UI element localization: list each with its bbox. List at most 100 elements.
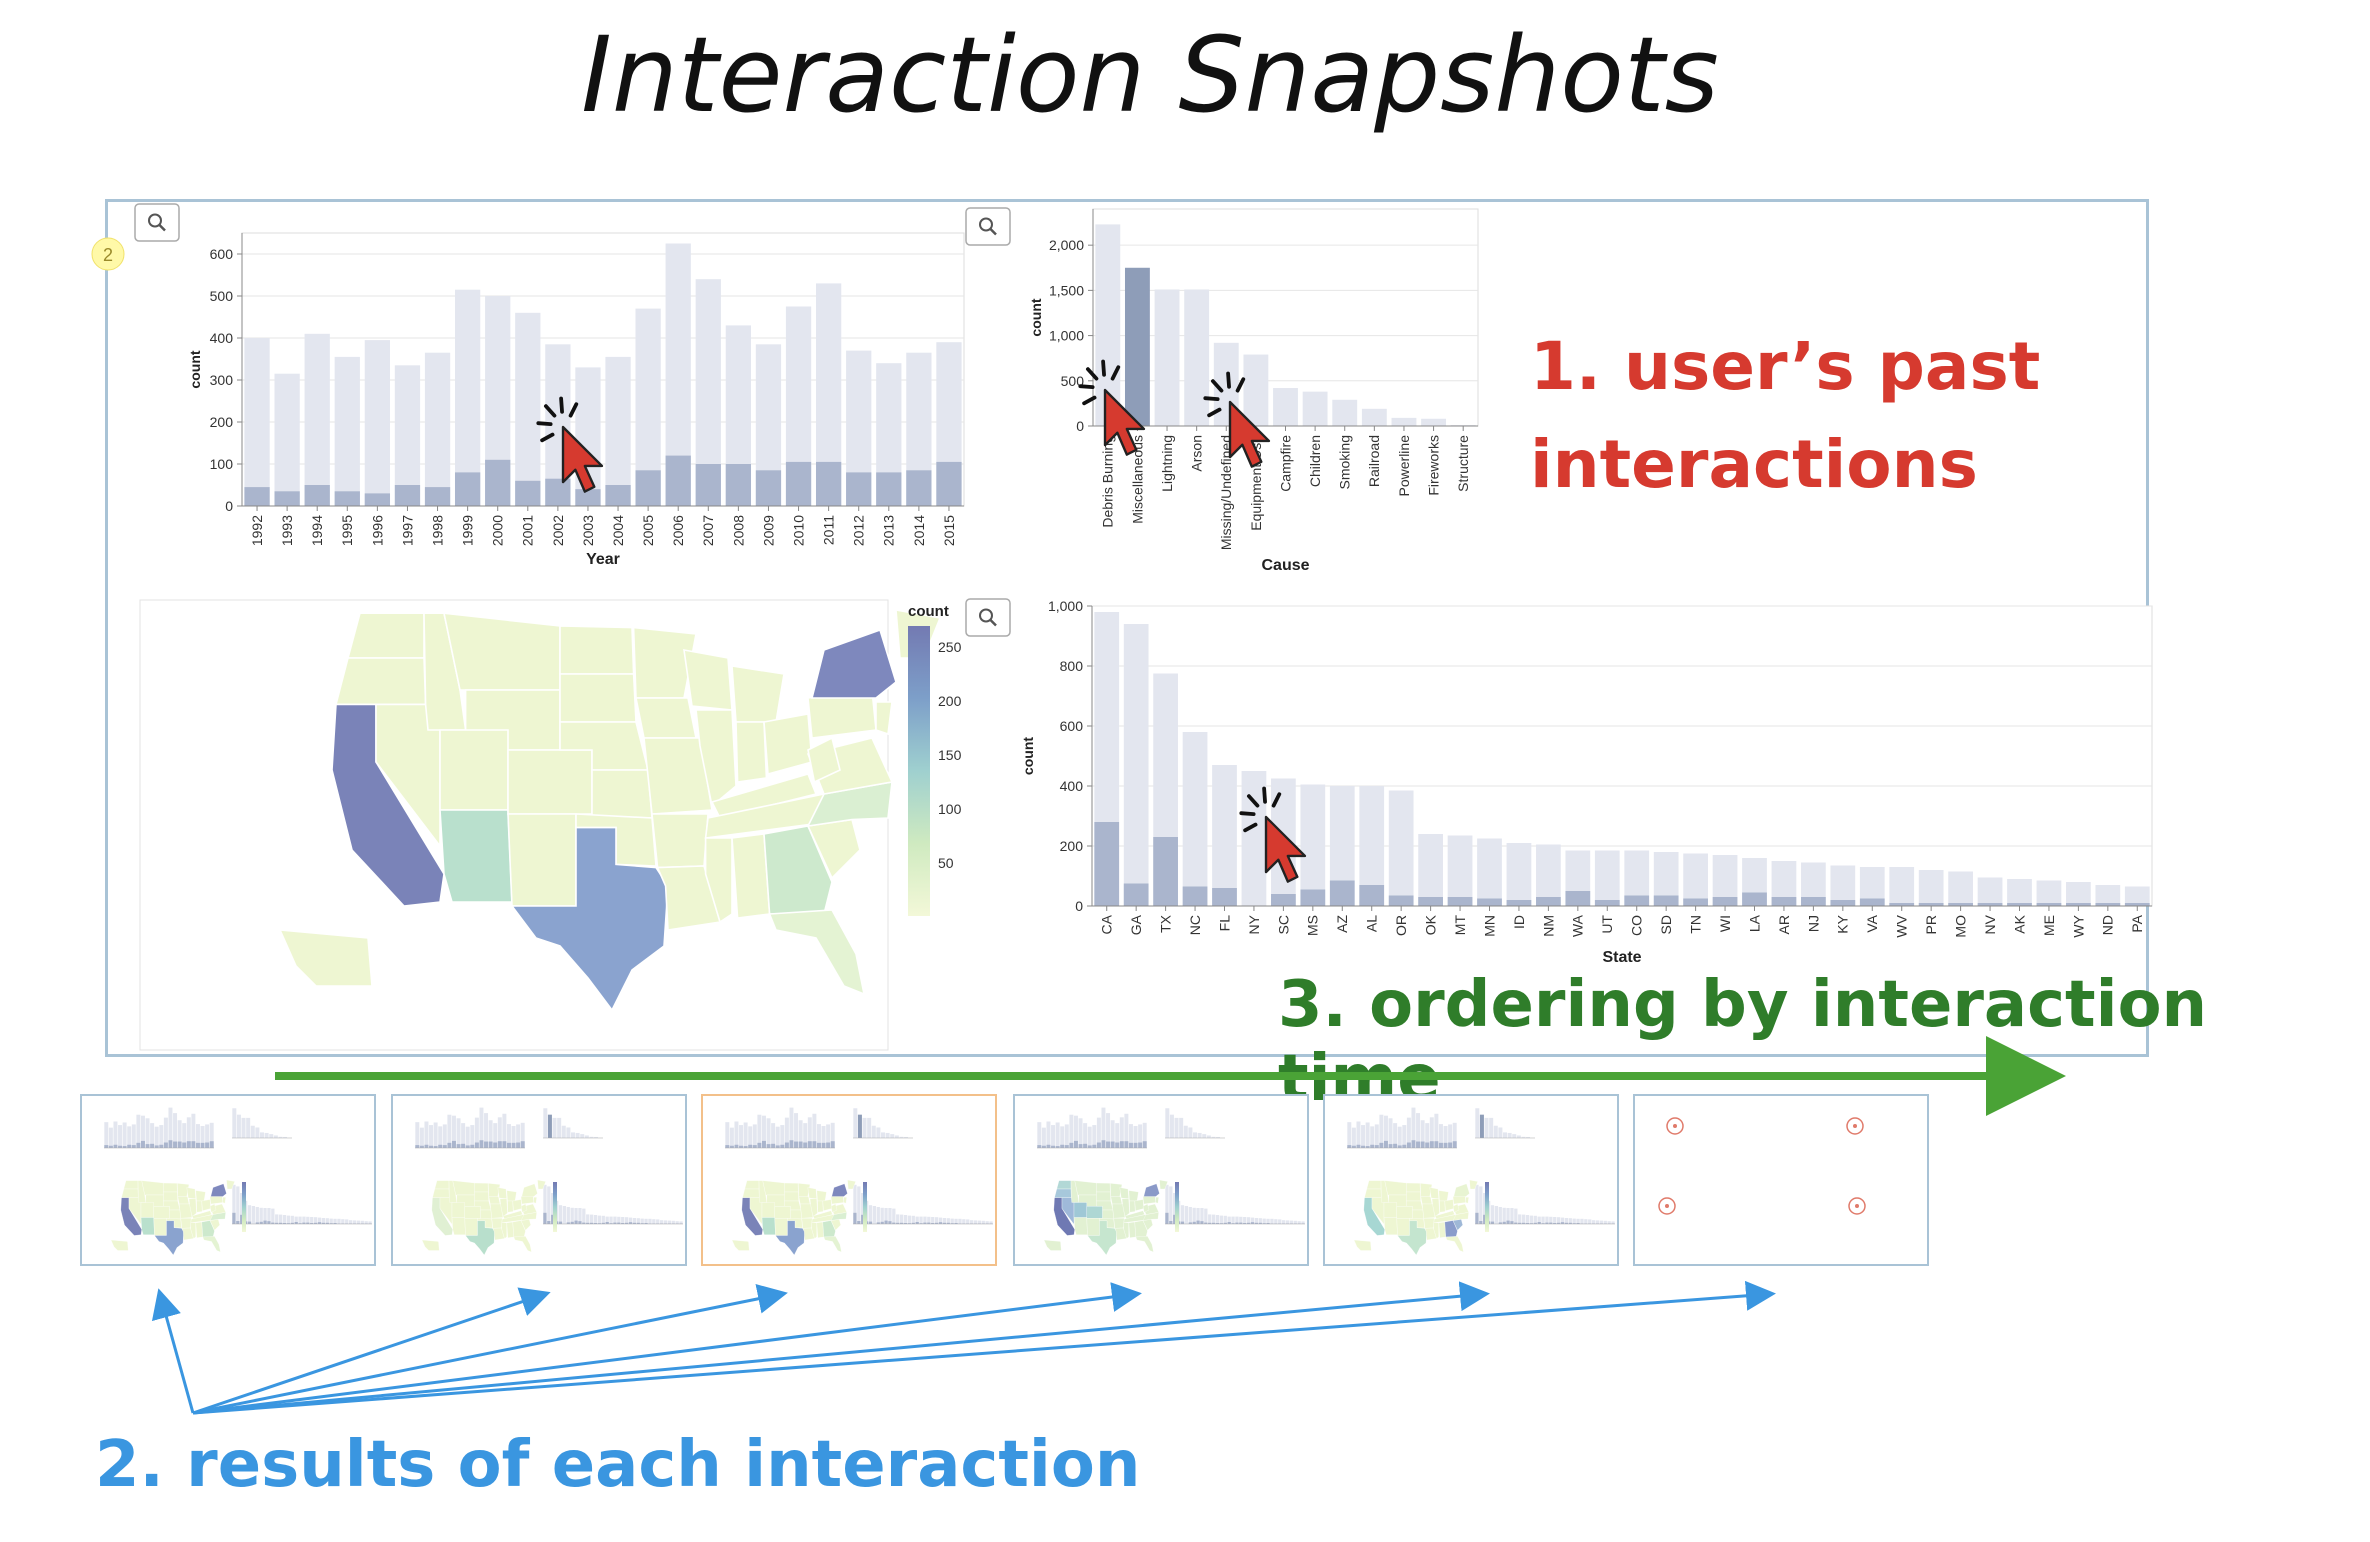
zoom-button-frame[interactable]: [134, 203, 180, 242]
map-state-nm[interactable]: [507, 813, 577, 907]
map-state-sd[interactable]: [163, 1191, 178, 1202]
map-state-nm[interactable]: [1086, 1218, 1100, 1236]
bar-selected-portion[interactable]: [424, 487, 451, 506]
bar-selected-portion[interactable]: [2066, 903, 2091, 906]
map-state-or[interactable]: [742, 1188, 760, 1198]
map-state-nj[interactable]: [1155, 1197, 1159, 1204]
map-state-nm[interactable]: [1396, 1218, 1410, 1236]
map-state-tx[interactable]: [1397, 1220, 1427, 1256]
bar-selected-portion[interactable]: [334, 491, 360, 506]
bar[interactable]: [1302, 391, 1328, 426]
map-state-fl[interactable]: [202, 1236, 221, 1253]
map-state-nv[interactable]: [749, 1197, 763, 1225]
map-state-or[interactable]: [1054, 1188, 1072, 1198]
map-state-ky[interactable]: [502, 1210, 523, 1220]
map-state-sd[interactable]: [1406, 1191, 1421, 1202]
bar[interactable]: [1594, 850, 1620, 907]
map-state-mo[interactable]: [490, 1203, 504, 1219]
bar-selected-portion[interactable]: [846, 472, 872, 506]
map-state-nv[interactable]: [439, 1197, 453, 1225]
bar-selected-portion[interactable]: [876, 472, 902, 506]
map-state-nv[interactable]: [128, 1197, 142, 1225]
bar-selected-portion[interactable]: [274, 491, 300, 506]
snapshot-thumbnail[interactable]: [391, 1094, 687, 1266]
map-state-wv[interactable]: [1452, 1203, 1460, 1213]
map-state-ut[interactable]: [140, 1202, 154, 1218]
map-state-al[interactable]: [1438, 1221, 1446, 1238]
bar[interactable]: [304, 333, 330, 506]
map-state-fl[interactable]: [768, 909, 866, 996]
bar-selected-portion[interactable]: [1683, 898, 1708, 907]
map-state-nm[interactable]: [464, 1218, 478, 1236]
map-state-co[interactable]: [153, 1206, 170, 1219]
bar-selected-portion[interactable]: [1123, 883, 1149, 907]
map-state-wv[interactable]: [807, 736, 841, 784]
bar[interactable]: [1391, 417, 1417, 426]
bar-selected-portion[interactable]: [785, 461, 812, 506]
map-state-ak[interactable]: [1043, 1239, 1062, 1251]
map-state-nj[interactable]: [875, 701, 893, 736]
map-state-az[interactable]: [1073, 1217, 1088, 1235]
bar[interactable]: [2095, 885, 2121, 906]
map-state-wa[interactable]: [1366, 1180, 1382, 1190]
map-state-ks[interactable]: [790, 1209, 802, 1220]
map-state-wi[interactable]: [807, 1187, 817, 1199]
bar-selected-portion[interactable]: [2124, 903, 2150, 906]
bar-selected-portion[interactable]: [1212, 888, 1237, 906]
map-state-ms[interactable]: [704, 837, 733, 924]
map-state-az[interactable]: [140, 1217, 155, 1235]
map-state-or[interactable]: [432, 1188, 450, 1198]
snapshot-thumbnail[interactable]: [80, 1094, 376, 1266]
map-state-ut[interactable]: [439, 729, 509, 811]
map-state-wi[interactable]: [186, 1187, 196, 1199]
map-state-ms[interactable]: [501, 1222, 507, 1239]
bar-selected-portion[interactable]: [1594, 900, 1620, 906]
bar-selected-portion[interactable]: [1859, 898, 1885, 907]
bar-selected-portion[interactable]: [2036, 903, 2062, 906]
map-state-co[interactable]: [507, 749, 593, 815]
map-state-ia[interactable]: [798, 1196, 811, 1205]
bar-selected-portion[interactable]: [1477, 898, 1502, 907]
map-state-il[interactable]: [1431, 1198, 1440, 1218]
map-state-ar[interactable]: [651, 813, 709, 869]
bar-selected-portion[interactable]: [485, 459, 511, 506]
map-state-nv[interactable]: [1061, 1197, 1075, 1225]
map-state-in[interactable]: [1129, 1200, 1136, 1213]
map-state-mt[interactable]: [1074, 1180, 1097, 1196]
bar-selected-portion[interactable]: [1801, 897, 1826, 906]
map-state-ga[interactable]: [201, 1220, 215, 1238]
map-state-ut[interactable]: [451, 1202, 465, 1218]
map-state-tx[interactable]: [154, 1220, 184, 1256]
map-state-ks[interactable]: [169, 1209, 181, 1220]
map-state-ny[interactable]: [521, 1183, 538, 1197]
map-state-in[interactable]: [817, 1200, 824, 1213]
map-state-nj[interactable]: [222, 1197, 226, 1204]
bar-selected-portion[interactable]: [1359, 885, 1385, 906]
bar-selected-portion[interactable]: [695, 464, 721, 506]
map-state-nj[interactable]: [533, 1197, 537, 1204]
map-state-fl[interactable]: [1445, 1236, 1464, 1253]
map-state-mi[interactable]: [1128, 1190, 1139, 1202]
bar[interactable]: [1948, 871, 1973, 907]
map-state-ut[interactable]: [1383, 1202, 1397, 1218]
map-state-in[interactable]: [735, 721, 768, 783]
map-state-wv[interactable]: [1142, 1203, 1150, 1213]
map-state-la[interactable]: [492, 1227, 505, 1241]
map-state-wi[interactable]: [683, 649, 733, 711]
map-state-ia[interactable]: [177, 1196, 190, 1205]
bar[interactable]: [1300, 784, 1326, 907]
bar-selected-portion[interactable]: [906, 470, 932, 506]
bar-selected-portion[interactable]: [1948, 903, 1973, 906]
map-state-ny[interactable]: [1143, 1183, 1160, 1197]
bar-selected-portion[interactable]: [1565, 891, 1591, 906]
map-state-nd[interactable]: [474, 1182, 489, 1193]
map-state-ky[interactable]: [1434, 1210, 1455, 1220]
map-state-nj[interactable]: [843, 1197, 847, 1204]
map-state-or[interactable]: [334, 657, 427, 706]
map-state-wv[interactable]: [520, 1203, 528, 1213]
bar[interactable]: [1273, 388, 1298, 426]
map-state-ia[interactable]: [1420, 1196, 1433, 1205]
bar[interactable]: [1124, 267, 1150, 426]
bar-selected-portion[interactable]: [1182, 886, 1208, 907]
map-state-me[interactable]: [226, 1179, 235, 1190]
